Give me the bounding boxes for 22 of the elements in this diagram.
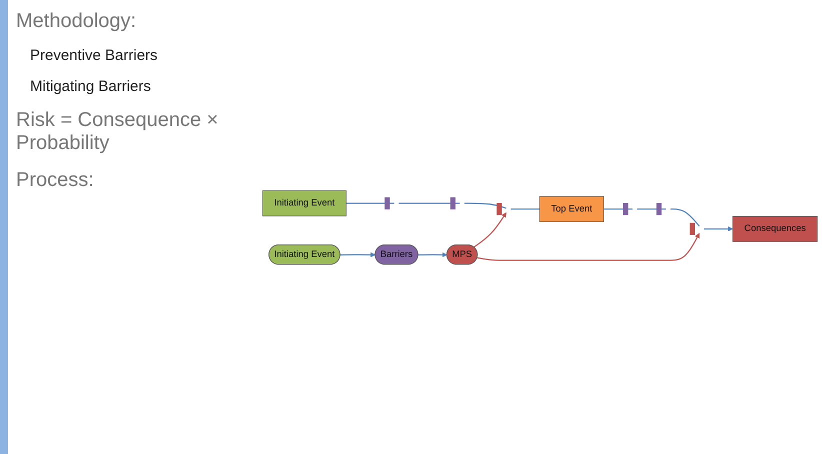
formula-text: Risk = Consequence × Probability <box>16 109 220 155</box>
barrier-group-label: Preventive Barriers <box>30 47 159 64</box>
barrier-bar <box>690 222 696 234</box>
barrier-bar <box>496 202 502 215</box>
barrier-group-label: Mitigating Barriers <box>30 78 152 95</box>
arrow <box>477 232 700 260</box>
arrow <box>340 252 376 257</box>
arrow <box>418 252 448 257</box>
arrow <box>704 226 733 231</box>
barrier-bar <box>384 196 390 209</box>
process-ellipse: Initiating Event <box>268 244 340 264</box>
process-ellipse: MPS <box>446 244 478 264</box>
arrow <box>474 212 506 248</box>
barrier-bar <box>656 202 662 215</box>
process-ellipse: Barriers <box>374 244 418 264</box>
event-box: Consequences <box>732 215 818 242</box>
barrier-bar <box>450 196 456 209</box>
event-box: Initiating Event <box>262 190 346 216</box>
barrier-bar <box>622 202 628 215</box>
heading-text: Process: <box>16 169 95 192</box>
event-box: Top Event <box>539 196 604 222</box>
heading-text: Methodology: <box>16 10 138 33</box>
